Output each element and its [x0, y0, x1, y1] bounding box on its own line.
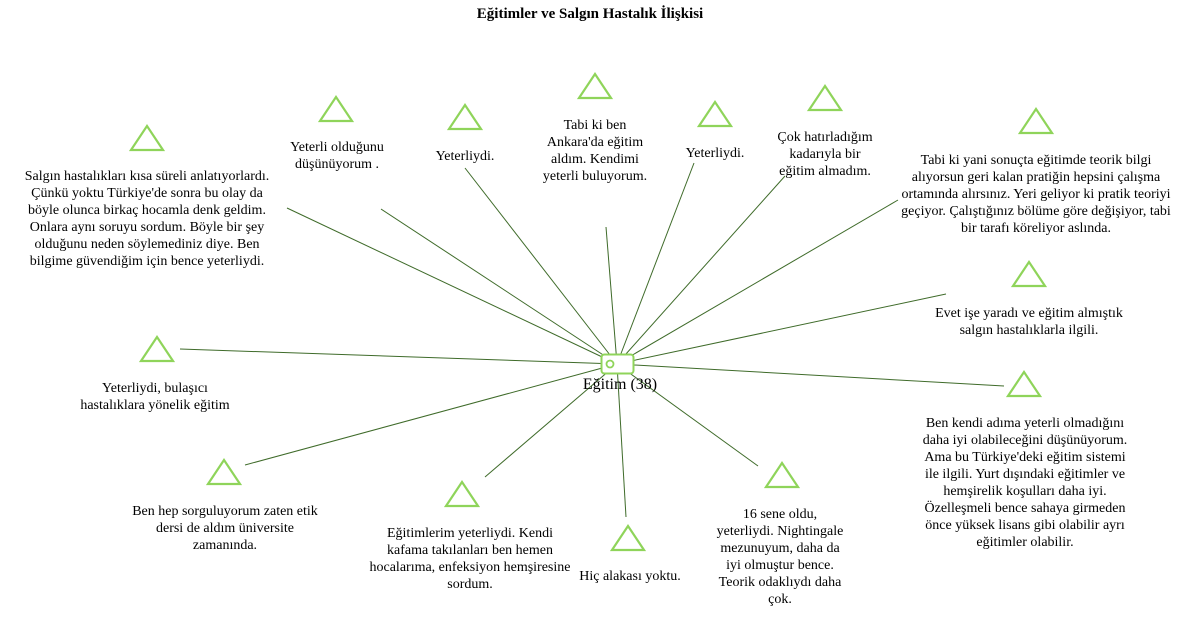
triangle-icon: [318, 95, 354, 123]
triangle-icon: [447, 103, 483, 131]
triangle-icon: [577, 72, 613, 100]
connector-line: [616, 199, 899, 365]
connector-line: [616, 363, 627, 518]
triangle-icon: [129, 124, 165, 152]
node-text: 16 sene oldu, yeterliydi. Nightingale me…: [716, 507, 844, 607]
node-text: Ben hep sorguluyorum zaten etik dersi de…: [132, 504, 318, 553]
triangle-icon: [444, 480, 480, 508]
connector-line: [464, 167, 618, 365]
node-text: Hiç alakası yoktu.: [579, 569, 681, 584]
triangle-icon: [1011, 260, 1047, 288]
node-text: Salgın hastalıkları kısa süreli anlatıyo…: [24, 169, 270, 269]
node-text: Ben kendi adıma yeterli olmadığını daha …: [922, 416, 1128, 550]
connector-line: [179, 348, 618, 365]
node-text: Tabi ki yani sonuçta eğitimde teorik bil…: [901, 153, 1171, 236]
triangle-icon: [610, 524, 646, 552]
center-label: Eğitim (38): [582, 376, 658, 393]
node-text: Yeterliydi.: [685, 146, 745, 161]
connector-line: [616, 363, 1005, 387]
triangle-icon: [1018, 107, 1054, 135]
node-text: Yeterliydi, bulaşıcı hastalıklara yöneli…: [80, 381, 230, 413]
triangle-icon: [697, 100, 733, 128]
connector-line: [286, 207, 618, 365]
connector-line: [616, 162, 695, 365]
connector-line: [605, 226, 618, 365]
node-text: Eğitimlerim yeterliydi. Kendi kafama tak…: [369, 526, 571, 592]
triangle-icon: [206, 458, 242, 486]
node-text: Yeterli olduğunu düşünüyorum .: [290, 140, 384, 172]
triangle-icon: [764, 461, 800, 489]
connector-line: [616, 363, 759, 467]
document-icon: [600, 353, 635, 375]
triangle-icon: [1006, 370, 1042, 398]
node-text: Yeterliydi.: [435, 149, 495, 164]
triangle-icon: [807, 84, 843, 112]
diagram-title: Eğitimler ve Salgın Hastalık İlişkisi: [476, 6, 704, 22]
node-text: Çok hatırladığım kadarıyla bir eğitim al…: [777, 130, 873, 179]
connector-line: [484, 363, 618, 478]
node-text: Evet işe yaradı ve eğitim almıştık salgı…: [935, 306, 1123, 338]
node-text: Tabi ki ben Ankara'da eğitim aldım. Kend…: [542, 118, 648, 184]
triangle-icon: [139, 335, 175, 363]
connector-line: [380, 208, 618, 365]
connector-line: [616, 175, 786, 365]
connector-line: [244, 363, 618, 466]
connector-line: [616, 293, 947, 365]
